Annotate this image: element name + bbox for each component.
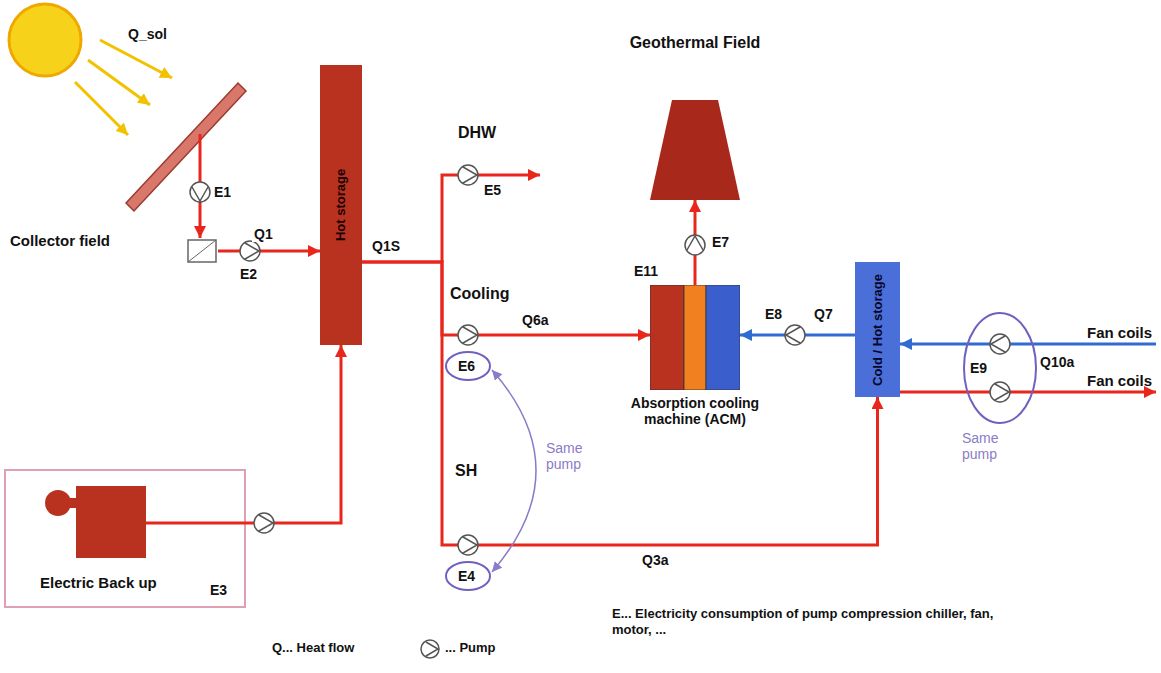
fan-coil-terminal: Fan coils (1083, 322, 1156, 348)
heat-exchanger (188, 240, 216, 262)
node-text: Fan coils (1087, 324, 1152, 341)
flow-label: E7 (712, 234, 729, 250)
dhw-pipe (442, 175, 540, 262)
storage-tank: Hot storage (320, 65, 362, 345)
pump-ring (446, 562, 490, 590)
node-text: Fan coils (1087, 372, 1152, 389)
flow-label: E2 (240, 266, 257, 282)
legend-text: E... Electricity consumption of pump com… (612, 606, 1012, 637)
flow-label: E1 (214, 184, 231, 200)
flow-label: E4 (458, 568, 475, 584)
pump-symbol (458, 325, 478, 345)
note-text: Same pump (546, 440, 592, 472)
pipe-connector (362, 262, 878, 545)
note-text: Same pump (962, 430, 1008, 462)
flow-label: E3 (210, 582, 227, 598)
flow-label: Q_sol (128, 26, 167, 42)
flow-label: E8 (765, 306, 782, 322)
node-text: Geothermal Field (630, 34, 761, 52)
pump-rings (446, 313, 1036, 590)
pipe-connector (900, 343, 1156, 346)
pump-ring (964, 313, 1036, 423)
pump-symbol (254, 513, 274, 533)
geothermal-field: Geothermal Field (650, 100, 740, 200)
sun-rays (75, 40, 172, 135)
flow-label: Q6a (520, 312, 550, 328)
node-text: E11 (634, 263, 658, 279)
storage-tank: Cold / Hot storage (855, 262, 900, 397)
pump-symbol (190, 182, 210, 202)
backup-pipe (146, 522, 245, 525)
field-shape (650, 100, 740, 200)
flow-label: Q7 (812, 306, 835, 322)
pump-symbol (990, 334, 1010, 354)
chiller-section (706, 285, 740, 390)
legend-text: ... Pump (445, 640, 496, 656)
chiller-section (684, 285, 706, 390)
chiller-body (650, 285, 740, 390)
flow-label: E9 (970, 360, 987, 376)
pump-symbol (240, 241, 260, 261)
flow-label: Q1 (252, 226, 275, 242)
heat-exchanger-line (188, 240, 216, 262)
node-text: Cold / Hot storage (870, 274, 885, 386)
backup-unit: Electric Back up (5, 470, 245, 607)
flow-label: Q10a (1040, 354, 1074, 370)
same-pump-arrow (492, 370, 536, 572)
backup-frame (5, 470, 245, 607)
flow-label: Q3a (640, 552, 670, 568)
pump-ring (446, 352, 490, 380)
pump-symbol (458, 165, 478, 185)
flow-label: SH (455, 462, 477, 480)
pump-symbols (190, 165, 1010, 658)
flow-label: E5 (484, 182, 501, 198)
node-text: Electric Back up (40, 574, 157, 591)
node-text: Hot storage (334, 169, 349, 241)
fan-coil-terminal: Fan coils (1083, 370, 1156, 396)
pipe-connector (245, 345, 341, 523)
boiler (76, 486, 146, 558)
chiller-section (650, 285, 684, 390)
pipe-connector (900, 391, 1156, 394)
legend-pump-symbol (421, 640, 439, 658)
pump-symbol (990, 382, 1010, 402)
collector-field: Collector field (5, 90, 218, 260)
pipe-connector (218, 250, 320, 253)
flow-label: DHW (458, 124, 496, 142)
pump-symbol (785, 325, 805, 345)
pipe-connector (362, 262, 650, 335)
legend-text: Q... Heat flow (272, 640, 354, 656)
field-shape (650, 100, 740, 200)
sun (9, 4, 81, 76)
node-text: Absorption cooling machine (ACM) (625, 395, 765, 427)
pump-symbol (458, 535, 478, 555)
collector-panel (126, 83, 246, 211)
burner (45, 490, 71, 516)
pump-symbol (685, 235, 705, 255)
absorption-chiller: E11Absorption cooling machine (ACM) (650, 285, 740, 390)
flow-label: E6 (458, 358, 475, 374)
node-text: Collector field (10, 232, 110, 249)
flow-label: Cooling (450, 285, 510, 303)
flow-label: Q1S (372, 238, 400, 254)
